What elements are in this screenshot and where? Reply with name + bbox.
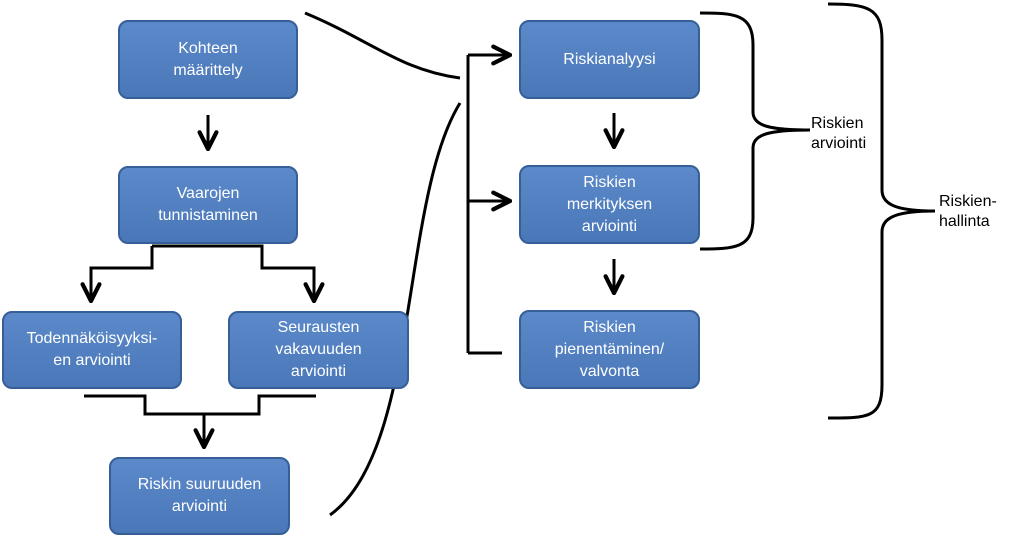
kohteen-maarittely-box: Kohteen määrittely bbox=[118, 20, 298, 99]
riskin-suuruuden-arviointi-box: Riskin suuruuden arviointi bbox=[109, 457, 290, 535]
curve-kohde-to-bracket bbox=[304, 11, 461, 80]
riskienhallinta-label: Riskien- hallinta bbox=[939, 193, 997, 230]
todennakoisyyksien-arviointi-box: Todennäköisyyksi- en arviointi bbox=[2, 311, 182, 389]
brace-riskienhallinta bbox=[827, 2, 936, 420]
curve-suuruus-to-bracket bbox=[329, 102, 462, 517]
riskien-merkityksen-arviointi-box: Riskien merkityksen arviointi bbox=[519, 165, 700, 244]
brace-riskien-arviointi bbox=[699, 11, 811, 251]
riskianalyysi-box: Riskianalyysi bbox=[519, 20, 700, 99]
vaarojen-tunnistaminen-box: Vaarojen tunnistaminen bbox=[118, 166, 298, 244]
seurausten-vakavuuden-arviointi-box: Seurausten vakavuuden arviointi bbox=[228, 311, 409, 389]
connector-vaarat-split bbox=[89, 244, 316, 297]
connector-merge bbox=[84, 394, 316, 416]
riskien-pienentaminen-valvonta-box: Riskien pienentäminen/ valvonta bbox=[519, 310, 700, 389]
riskien-arviointi-label: Riskien arviointi bbox=[811, 115, 867, 152]
